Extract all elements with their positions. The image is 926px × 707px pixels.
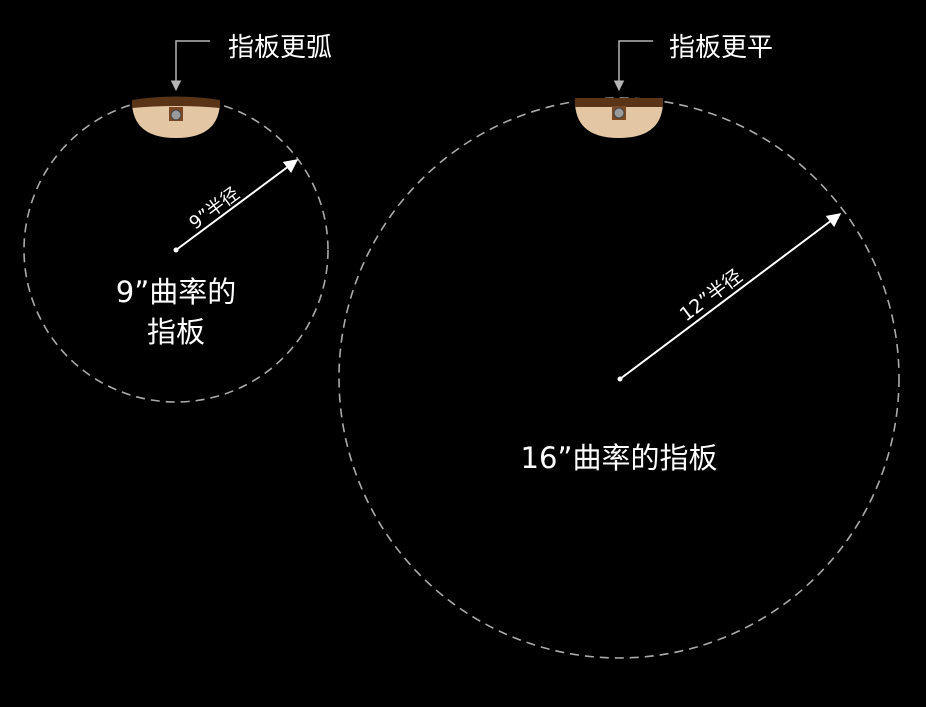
left-radius-circle [23, 97, 329, 403]
left-caption-line1: 9”曲率的 [116, 275, 236, 309]
left-fret-dot [170, 109, 182, 121]
right-radius-label: 12”半径 [676, 265, 747, 326]
right-callout-label: 指板更平 [669, 33, 773, 63]
right-fretboard-icon [575, 98, 663, 138]
left-radius-label: 9”半径 [185, 183, 243, 234]
right-fret-dot [613, 107, 625, 119]
left-caption-line2: 指板 [147, 315, 205, 349]
left-fretboard-icon [132, 96, 220, 138]
right-radius-circle [338, 97, 900, 659]
right-diagram: 指板更平 12”半径 16”曲率的指板 [338, 33, 900, 659]
right-caption: 16”曲率的指板 [521, 441, 718, 475]
left-diagram: 指板更弧 9”半径 9”曲率的 指板 [23, 33, 332, 403]
right-callout-leader [613, 40, 653, 92]
left-callout-label: 指板更弧 [228, 33, 332, 63]
left-callout-leader [170, 40, 210, 92]
right-radius-arrow [619, 213, 842, 380]
left-radius-arrow [175, 159, 299, 251]
